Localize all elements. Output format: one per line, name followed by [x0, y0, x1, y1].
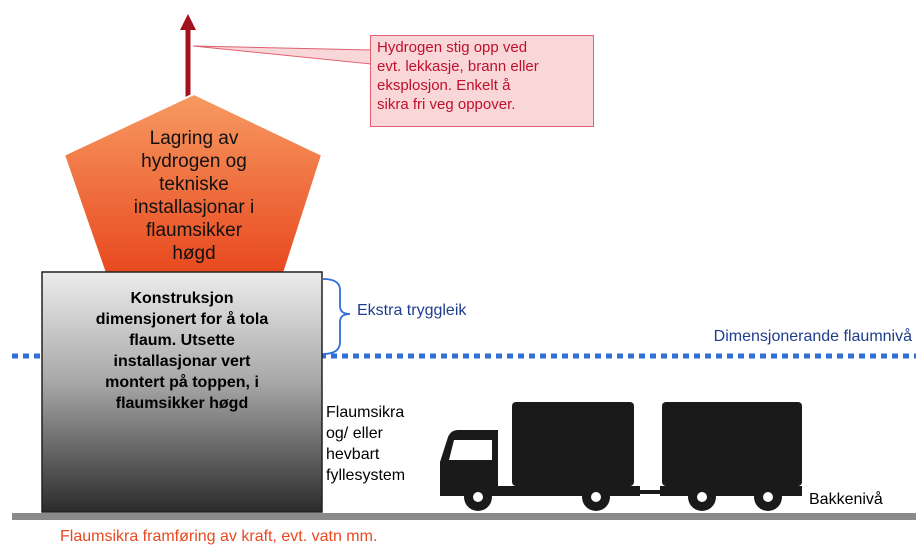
callout-note: Hydrogen stig opp ved evt. lekkasje, bra… [370, 35, 594, 127]
brace-icon [322, 278, 351, 355]
construction-line: flaumsikker høgd [115, 395, 249, 412]
construction-box [41, 271, 323, 513]
supply-note: Flaumsikra framføring av kraft, evt. vat… [60, 528, 378, 545]
storage-label: Lagring av hydrogen og tekniske installa… [110, 127, 278, 265]
ground-level-label: Bakkenivå [809, 491, 883, 508]
filling-line: Flaumsikra [326, 404, 405, 421]
safety-margin-label: Ekstra tryggleik [357, 302, 467, 319]
ground-bar [12, 513, 916, 520]
storage-line: flaumsikker [145, 220, 243, 241]
callout-pointer [192, 45, 372, 65]
storage-line: tekniske [159, 174, 229, 195]
construction-line: Konstruksjon [130, 290, 234, 307]
construction-line: montert på toppen, i [105, 374, 259, 391]
filling-system-label: Flaumsikra og/ eller hevbart fyllesystem [326, 402, 405, 486]
filling-line: hevbart [326, 446, 380, 463]
callout-line: evt. lekkasje, brann eller [377, 58, 539, 75]
truck-icon [440, 402, 802, 511]
callout-line: sikra fri veg oppover. [377, 96, 516, 113]
construction-line: flaum. Utsette [129, 332, 235, 349]
filling-line: og/ eller [326, 425, 383, 442]
filling-line: fyllesystem [326, 467, 406, 484]
flood-level-label: Dimensjonerande flaumnivå [713, 328, 912, 345]
construction-line: installasjonar vert [113, 353, 251, 370]
construction-line: dimensjonert for å tola [95, 311, 269, 328]
callout-line: eksplosjon. Enkelt å [377, 77, 511, 94]
storage-line: høgd [172, 243, 216, 264]
storage-line: Lagring av [149, 128, 239, 149]
storage-line: installasjonar i [133, 197, 255, 218]
storage-line: hydrogen og [141, 151, 247, 172]
callout-line: Hydrogen stig opp ved [377, 39, 528, 56]
construction-label: Konstruksjon dimensjonert for å tola fla… [52, 288, 312, 414]
